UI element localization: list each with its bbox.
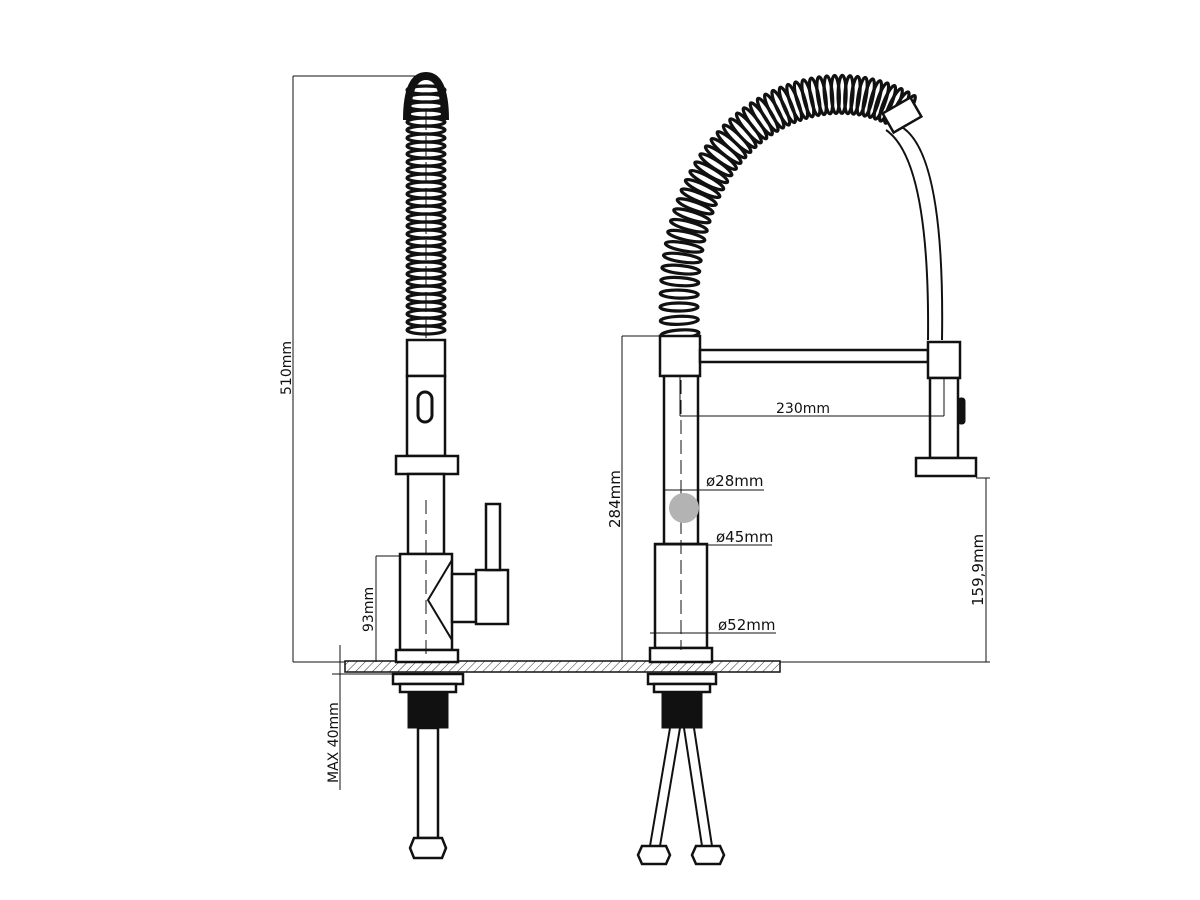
side-lever-block <box>474 568 510 626</box>
front-collar <box>658 334 702 378</box>
spout-height-label: 284mm <box>606 470 624 528</box>
outlet-height-label: 159,9mm <box>969 534 987 606</box>
countertop <box>344 660 781 673</box>
dia-mid-label: ø45mm <box>716 528 774 546</box>
side-mount-nut <box>407 691 449 729</box>
front-base <box>648 646 714 664</box>
side-hose-connector <box>408 836 448 860</box>
front-view <box>636 73 978 866</box>
side-base <box>394 648 460 664</box>
front-horizontal-arm <box>698 348 930 364</box>
dimension-labels: 510mm 93mm MAX 40mm 284mm 230mm 159,9mm … <box>279 341 987 783</box>
total-height-label: 510mm <box>279 341 295 395</box>
side-view <box>391 71 510 860</box>
body-height-label: 93mm <box>361 587 377 632</box>
side-lever-cap <box>450 572 478 624</box>
side-lever-handle <box>484 502 502 572</box>
dia-upper-label: ø28mm <box>706 472 764 490</box>
highlight-marker <box>669 493 699 523</box>
front-sprayer-holder <box>926 340 962 380</box>
front-hose-connector-right <box>690 844 726 866</box>
front-spring-coil <box>658 73 917 340</box>
side-spray-button <box>416 390 434 424</box>
front-sprayer-nozzle <box>914 456 978 478</box>
dimension-lines <box>292 75 990 790</box>
max-deck-label: MAX 40mm <box>326 702 342 783</box>
front-hose-connector-left <box>636 844 672 866</box>
front-spray-cap <box>880 95 924 135</box>
spout-reach-label: 230mm <box>776 401 830 417</box>
dia-base-label: ø52mm <box>718 616 776 634</box>
side-nut-ring <box>394 454 460 476</box>
side-collar <box>405 338 447 378</box>
front-mount-nut <box>661 691 703 729</box>
